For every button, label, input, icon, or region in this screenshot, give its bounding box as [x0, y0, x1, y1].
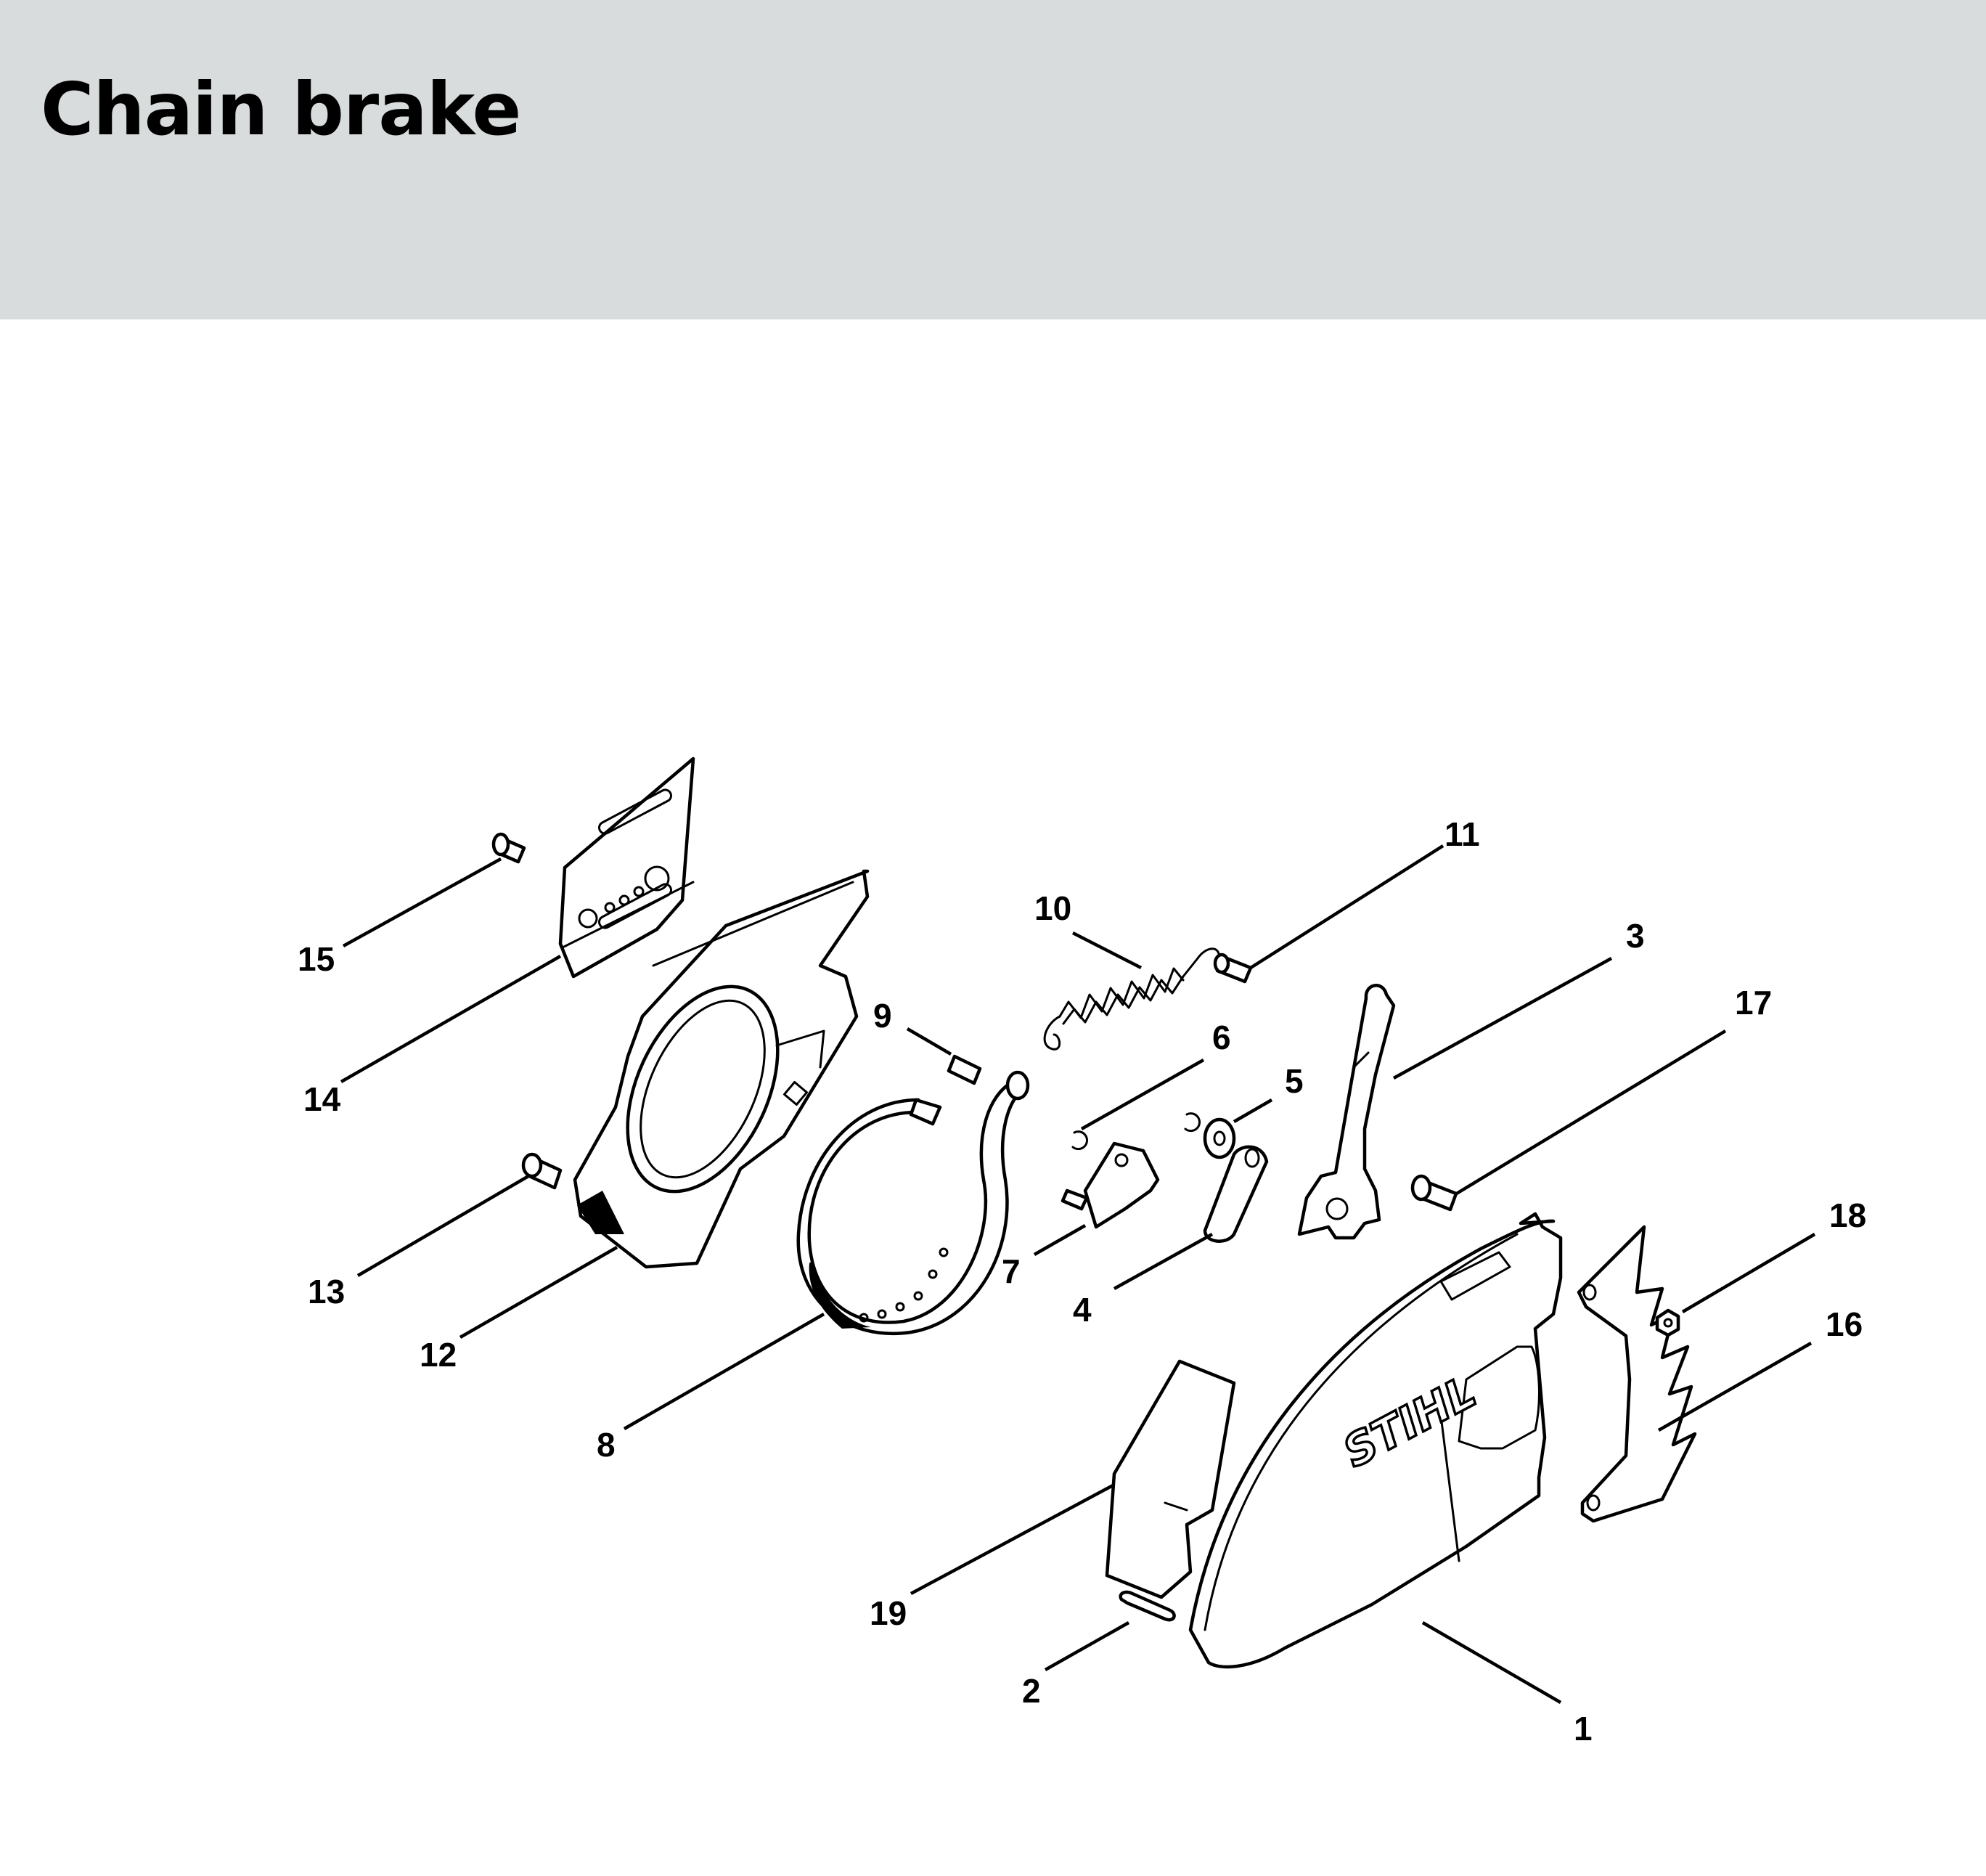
- page-title: Chain brake: [41, 67, 521, 152]
- leader-3: [1392, 957, 1613, 1080]
- part-7-lever: [1061, 1141, 1160, 1229]
- part-18-nut: [1655, 1308, 1680, 1337]
- part-5-washer: [1203, 1117, 1236, 1159]
- label-15: 15: [298, 940, 335, 978]
- label-8: 8: [597, 1426, 616, 1464]
- leader-9: [906, 1027, 952, 1056]
- leader-13: [356, 1175, 530, 1277]
- label-12: 12: [420, 1336, 457, 1374]
- leader-6: [1080, 1059, 1205, 1130]
- leader-lines: [340, 844, 1816, 1704]
- part-8-brake-band: [796, 1070, 1030, 1335]
- leader-10: [1071, 931, 1143, 970]
- header-banner: Chain brake: [0, 0, 1986, 319]
- part-10-spring: [1043, 947, 1221, 1051]
- leader-7: [1033, 1224, 1087, 1256]
- label-17: 17: [1735, 984, 1772, 1021]
- label-6: 6: [1212, 1019, 1231, 1056]
- leader-18: [1681, 1233, 1816, 1313]
- label-1: 1: [1574, 1710, 1593, 1747]
- part-15-screw: [491, 832, 526, 864]
- part-9-pin: [947, 1054, 982, 1085]
- leader-11: [1249, 844, 1444, 969]
- label-4: 4: [1073, 1291, 1092, 1329]
- leader-5: [1233, 1098, 1273, 1123]
- part-6-circlips: [1071, 1112, 1201, 1151]
- leader-8: [623, 1313, 825, 1430]
- leader-17: [1454, 1029, 1727, 1196]
- part-19-cover-plate: [1105, 1359, 1236, 1599]
- leader-15: [342, 857, 502, 947]
- part-14-plate: [558, 756, 695, 979]
- label-16: 16: [1826, 1305, 1863, 1343]
- label-9: 9: [873, 997, 892, 1035]
- label-10: 10: [1034, 889, 1071, 927]
- part-12-housing: [573, 869, 870, 1269]
- part-1-cover: STIHL: [1188, 1212, 1563, 1669]
- label-11: 11: [1444, 815, 1480, 853]
- part-17-screw: [1410, 1174, 1458, 1212]
- label-5: 5: [1285, 1062, 1304, 1100]
- label-3: 3: [1626, 917, 1645, 955]
- label-19: 19: [870, 1594, 907, 1632]
- part-2-strip: [1119, 1590, 1176, 1622]
- part-4-link: [1203, 1145, 1269, 1243]
- label-2: 2: [1022, 1672, 1041, 1710]
- leader-14: [340, 955, 562, 1083]
- leader-19: [910, 1483, 1116, 1595]
- part-11-pin: [1213, 953, 1253, 984]
- label-18: 18: [1829, 1196, 1866, 1234]
- label-13: 13: [308, 1273, 345, 1310]
- part-13-screw: [521, 1152, 563, 1190]
- leader-16: [1657, 1342, 1813, 1432]
- label-7: 7: [1002, 1252, 1021, 1290]
- leader-4: [1113, 1233, 1214, 1290]
- part-3-brake-lever: [1297, 984, 1396, 1240]
- leader-2: [1044, 1621, 1130, 1671]
- part-16-bumper-spike: [1577, 1225, 1697, 1523]
- leader-1: [1421, 1621, 1562, 1704]
- label-14: 14: [303, 1080, 341, 1118]
- leader-12: [459, 1246, 618, 1339]
- callout-labels: 11 10 3 15 17 9 6 5 14 18 7 13 4 16 12 8…: [298, 815, 1866, 1747]
